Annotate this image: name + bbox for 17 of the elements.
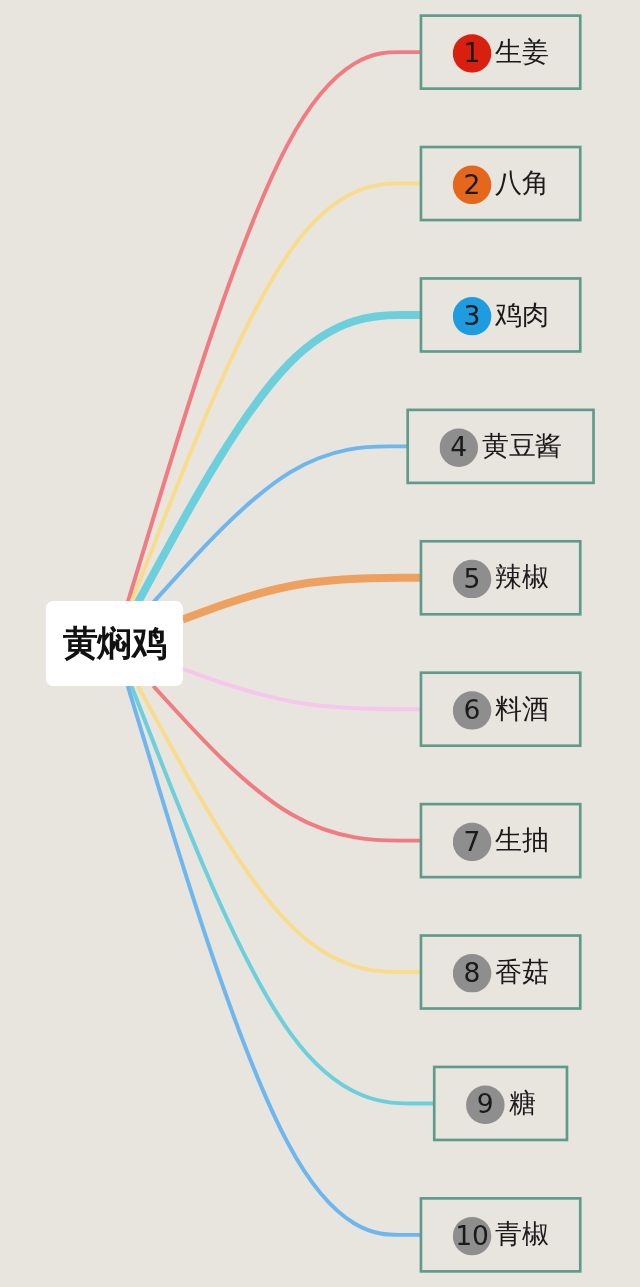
connector [181, 573, 421, 624]
node-box: 10 青椒 [419, 1197, 582, 1273]
node-box: 7 生抽 [419, 802, 582, 879]
node-box: 4 黄豆酱 [406, 408, 595, 485]
connector [136, 685, 421, 975]
connector [129, 685, 435, 1106]
connector [181, 666, 421, 712]
node-box: 2 八角 [419, 145, 582, 222]
connector [125, 50, 421, 603]
node-box: 3 鸡肉 [419, 277, 582, 353]
connector [125, 685, 421, 1237]
node-box: 8 香菇 [419, 934, 582, 1010]
node-box: 9 糖 [432, 1065, 569, 1142]
node-box: 5 辣椒 [419, 539, 582, 616]
connector [151, 684, 421, 843]
node-box: 6 料酒 [419, 671, 582, 748]
node-box: 1 生姜 [419, 14, 582, 90]
